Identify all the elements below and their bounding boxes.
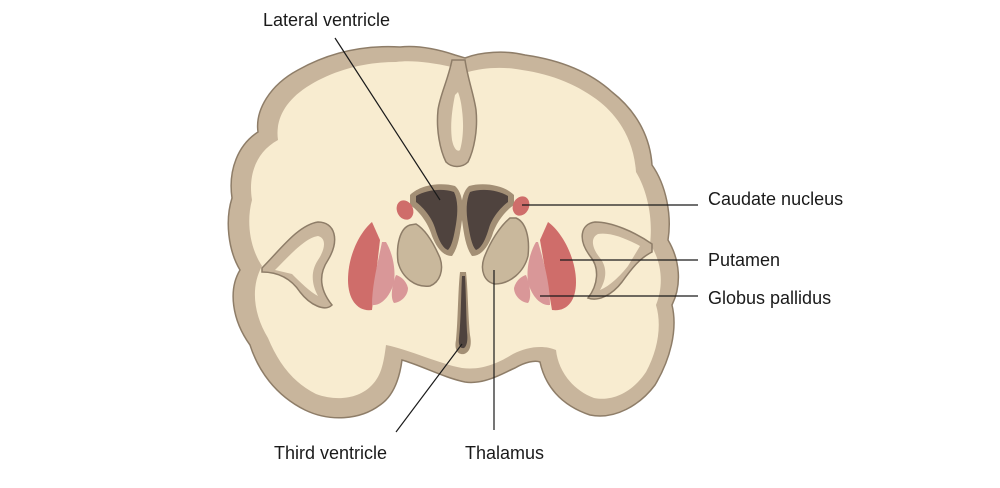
leader-lateral-ventricle — [334, 37, 441, 201]
label-putamen: Putamen — [708, 250, 780, 270]
right-lateral-sulcus-inner — [592, 233, 640, 290]
left-lateral-sulcus-inner — [275, 236, 324, 296]
right-globus-pallidus-small — [514, 275, 531, 303]
label-caudate-nucleus: Caudate nucleus — [708, 189, 843, 209]
right-putamen — [540, 222, 576, 311]
left-putamen — [348, 222, 380, 311]
fissure-inner — [451, 92, 464, 151]
leader-third-ventricle — [395, 343, 463, 433]
left-lateral-ventricle — [416, 189, 458, 250]
right-caudate-nucleus — [512, 196, 530, 216]
left-caudate-nucleus — [396, 200, 414, 220]
right-globus-pallidus — [527, 242, 550, 306]
brain-section — [227, 45, 680, 419]
label-third-ventricle: Third ventricle — [274, 443, 387, 463]
label-globus-pallidus: Globus pallidus — [708, 288, 831, 308]
lateral-ventricles — [410, 184, 514, 256]
right-lateral-ventricle — [466, 189, 508, 250]
left-thalamus — [396, 223, 443, 287]
leader-lines — [334, 37, 698, 433]
left-globus-pallidus-small — [391, 275, 408, 303]
third-ventricle — [458, 276, 468, 349]
right-thalamus — [481, 217, 530, 285]
left-globus-pallidus — [372, 242, 395, 306]
label-thalamus: Thalamus — [465, 443, 544, 463]
label-lateral-ventricle: Lateral ventricle — [263, 10, 390, 30]
